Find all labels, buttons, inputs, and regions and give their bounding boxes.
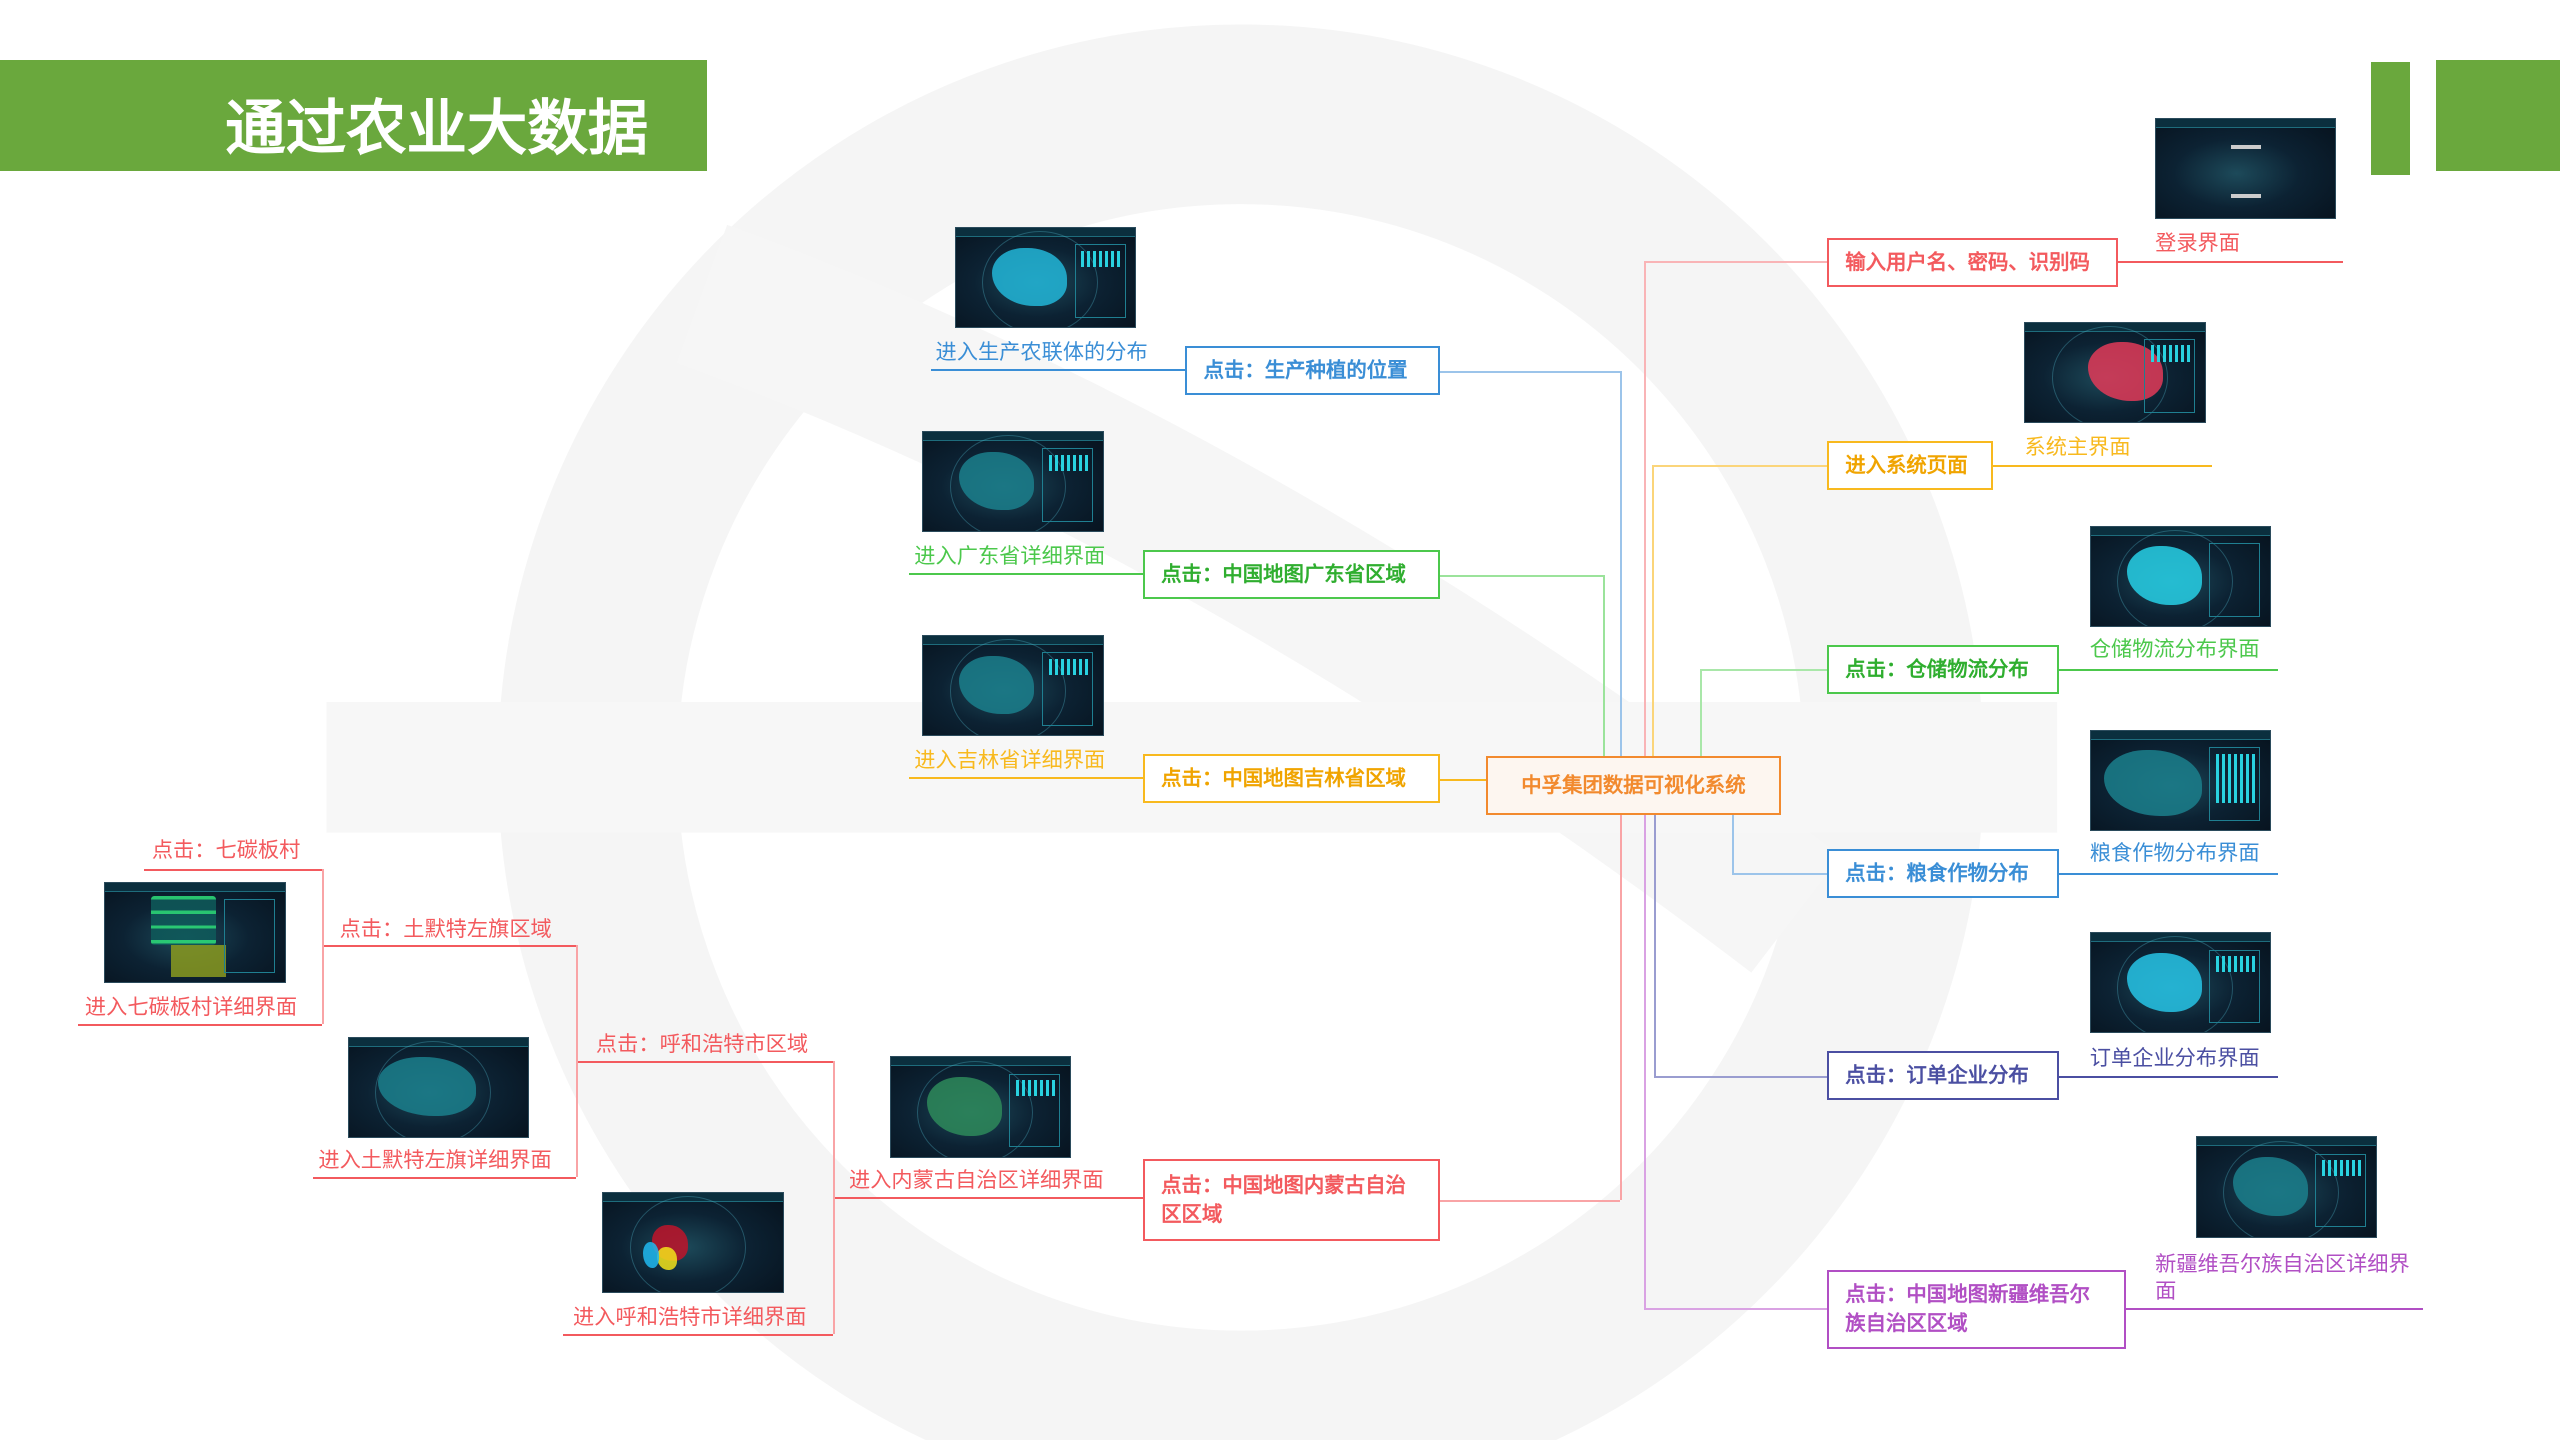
node-text-line: 点击：中国地图内蒙古自治 bbox=[1161, 1172, 1406, 1197]
decor-block bbox=[2435, 60, 2560, 172]
screenshot-thumbnail[interactable] bbox=[602, 1191, 784, 1294]
connector bbox=[1619, 814, 1622, 1200]
result-label: 仓储物流分布界面 bbox=[2089, 637, 2260, 663]
node-logistics[interactable]: 点击：仓储物流分布 bbox=[1826, 644, 2059, 694]
connector bbox=[1440, 574, 1604, 577]
result-label: 进入广东省详细界面 bbox=[914, 544, 1106, 570]
connector bbox=[1699, 669, 1702, 756]
connector bbox=[313, 1177, 577, 1180]
connector bbox=[576, 1061, 833, 1064]
screenshot-thumbnail[interactable] bbox=[922, 635, 1104, 737]
connector bbox=[909, 777, 1143, 780]
connector bbox=[1653, 814, 1656, 1076]
connector bbox=[2058, 669, 2278, 672]
screenshot-thumbnail[interactable] bbox=[889, 1056, 1072, 1158]
result-label: 登录界面 bbox=[2155, 230, 2240, 256]
connector bbox=[563, 1333, 833, 1336]
connector bbox=[1653, 1075, 1827, 1078]
node-xinjiang[interactable]: 点击：中国地图新疆维吾尔 族自治区区域 bbox=[1826, 1270, 2126, 1349]
connector bbox=[1732, 873, 1827, 876]
result-label: 进入七碳板村详细界面 bbox=[84, 994, 298, 1020]
connector bbox=[1993, 465, 2213, 468]
connector bbox=[1603, 574, 1606, 756]
node-production[interactable]: 点击：生产种植的位置 bbox=[1185, 346, 1440, 396]
connector bbox=[1644, 261, 1647, 756]
center-node[interactable]: 中孚集团数据可视化系统 bbox=[1485, 755, 1782, 815]
action-label-hohhot[interactable]: 点击：呼和浩特市区域 bbox=[595, 1032, 809, 1058]
action-label-tumote[interactable]: 点击：土默特左旗区域 bbox=[339, 916, 552, 942]
result-label: 订单企业分布界面 bbox=[2089, 1045, 2260, 1071]
node-text-line: 点击：中国地图新疆维吾尔 bbox=[1845, 1281, 2090, 1306]
screenshot-thumbnail[interactable] bbox=[2155, 117, 2337, 219]
connector bbox=[1619, 370, 1622, 756]
screenshot-thumbnail[interactable] bbox=[2089, 525, 2272, 627]
connector bbox=[1652, 465, 1655, 756]
result-label: 进入生产农联体的分布 bbox=[935, 340, 1148, 366]
connector bbox=[2058, 873, 2278, 876]
connector bbox=[1699, 669, 1827, 672]
connector bbox=[930, 368, 1186, 371]
result-label: 进入土默特左旗详细界面 bbox=[318, 1148, 552, 1174]
decor-bar bbox=[2370, 62, 2410, 175]
result-label: 进入呼和浩特市详细界面 bbox=[573, 1305, 807, 1331]
result-label: 系统主界面 bbox=[2024, 434, 2131, 460]
result-label: 新疆维吾尔族自治区详细界 面 bbox=[2155, 1251, 2410, 1307]
title-banner: 通过农业大数据 bbox=[0, 60, 707, 172]
connector bbox=[1440, 778, 1486, 781]
node-grain[interactable]: 点击：粮食作物分布 bbox=[1826, 848, 2059, 898]
screenshot-thumbnail[interactable] bbox=[955, 226, 1137, 329]
connector bbox=[1732, 814, 1735, 874]
connector bbox=[1644, 261, 1827, 264]
connector bbox=[1652, 465, 1827, 468]
node-text-line: 区区域 bbox=[1161, 1201, 1223, 1226]
connector bbox=[321, 868, 324, 1024]
connector bbox=[2058, 1075, 2278, 1078]
connector bbox=[2117, 261, 2343, 264]
page-title: 通过农业大数据 bbox=[225, 93, 649, 164]
node-login[interactable]: 输入用户名、密码、识别码 bbox=[1826, 238, 2118, 288]
screenshot-thumbnail[interactable] bbox=[2024, 321, 2206, 423]
connector bbox=[832, 1061, 835, 1334]
screenshot-thumbnail[interactable] bbox=[347, 1036, 529, 1138]
node-inner-mongolia[interactable]: 点击：中国地图内蒙古自治 区区域 bbox=[1142, 1159, 1440, 1241]
result-label: 进入吉林省详细界面 bbox=[914, 748, 1106, 774]
node-text-line: 族自治区区域 bbox=[1845, 1311, 1968, 1336]
node-system[interactable]: 进入系统页面 bbox=[1826, 440, 1994, 490]
node-jilin[interactable]: 点击：中国地图吉林省区域 bbox=[1142, 754, 1440, 804]
connector bbox=[1644, 814, 1647, 1308]
connector bbox=[1440, 1200, 1620, 1202]
screenshot-thumbnail[interactable] bbox=[104, 881, 286, 983]
node-guangdong[interactable]: 点击：中国地图广东省区域 bbox=[1142, 550, 1440, 600]
connector bbox=[1440, 370, 1620, 373]
connector bbox=[909, 573, 1143, 576]
result-label-line: 面 bbox=[2155, 1279, 2177, 1305]
result-label: 进入内蒙古自治区详细界面 bbox=[848, 1167, 1104, 1193]
connector bbox=[576, 945, 579, 1178]
connector bbox=[143, 868, 322, 871]
node-orders[interactable]: 点击：订单企业分布 bbox=[1826, 1051, 2059, 1101]
connector bbox=[2125, 1307, 2423, 1310]
result-label-line: 新疆维吾尔族自治区详细界 bbox=[2155, 1251, 2410, 1277]
connector bbox=[1644, 1307, 1827, 1310]
result-label: 粮食作物分布界面 bbox=[2089, 841, 2260, 867]
screenshot-thumbnail[interactable] bbox=[2195, 1136, 2378, 1238]
connector bbox=[321, 945, 577, 948]
screenshot-thumbnail[interactable] bbox=[922, 431, 1104, 533]
connector bbox=[78, 1023, 322, 1026]
screenshot-thumbnail[interactable] bbox=[2089, 729, 2272, 832]
screenshot-thumbnail[interactable] bbox=[2089, 932, 2272, 1034]
connector bbox=[832, 1196, 1143, 1199]
action-label-village[interactable]: 点击：七碳板村 bbox=[151, 838, 301, 864]
